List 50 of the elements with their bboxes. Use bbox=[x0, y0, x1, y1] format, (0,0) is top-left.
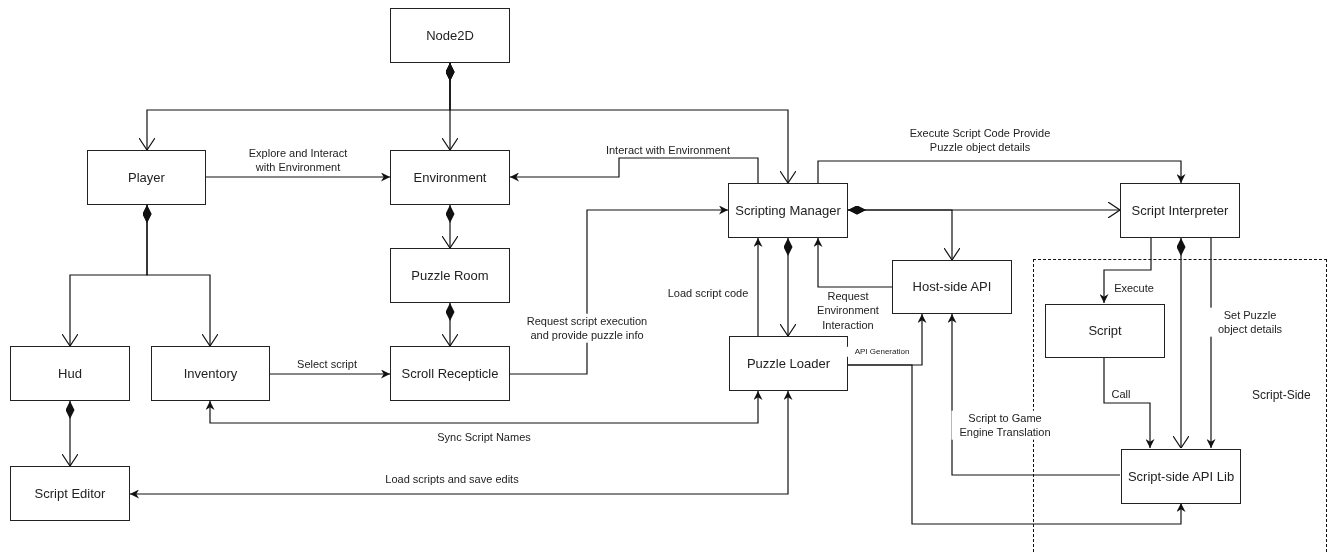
arrow bbox=[205, 390, 763, 424]
composition-arrow bbox=[779, 237, 797, 337]
arrow bbox=[813, 237, 893, 288]
arrow bbox=[509, 205, 729, 375]
region-label: Script-Side bbox=[1252, 388, 1311, 402]
class-name: Puzzle Loader bbox=[746, 355, 831, 372]
class-box bbox=[1045, 304, 1165, 358]
arrow bbox=[817, 160, 1186, 184]
arrow bbox=[1103, 356, 1155, 449]
class-name: Script bbox=[1088, 323, 1122, 339]
class-box bbox=[87, 150, 206, 205]
class-name: Script-side API Lib bbox=[1127, 468, 1235, 485]
class-name: Inventory bbox=[183, 365, 238, 382]
class-box bbox=[728, 183, 848, 238]
composition-arrow bbox=[61, 400, 79, 467]
class-name: Script Editor bbox=[34, 485, 106, 502]
class-name: Hud bbox=[58, 365, 82, 382]
composition-arrow bbox=[445, 62, 797, 184]
class-box bbox=[10, 346, 130, 401]
class-box bbox=[390, 346, 510, 401]
class-box bbox=[151, 346, 270, 401]
arrow bbox=[847, 364, 1186, 525]
composition-arrow bbox=[441, 302, 459, 347]
arrow bbox=[205, 172, 391, 182]
arrow bbox=[129, 390, 793, 499]
class-box bbox=[1121, 449, 1241, 504]
arrow bbox=[1099, 237, 1152, 304]
arrow bbox=[947, 313, 1121, 476]
composition-arrow bbox=[847, 205, 961, 261]
class-name: Script Interpreter bbox=[1131, 202, 1229, 219]
arrow bbox=[269, 369, 391, 379]
class-name: Environment bbox=[413, 169, 487, 186]
class-box bbox=[390, 248, 510, 303]
class-box bbox=[10, 466, 130, 521]
class-box bbox=[892, 260, 1012, 314]
arrow bbox=[509, 157, 759, 184]
class-box bbox=[390, 8, 510, 63]
class-name: Player bbox=[128, 169, 165, 186]
class-name: Node2D bbox=[426, 27, 474, 44]
composition-arrow bbox=[441, 204, 459, 249]
arrow bbox=[753, 237, 763, 337]
class-name: Host-side API bbox=[912, 279, 992, 295]
class-name: Puzzle Room bbox=[411, 267, 489, 284]
class-box bbox=[1120, 183, 1240, 238]
class-box bbox=[729, 336, 848, 391]
class-box bbox=[390, 150, 510, 205]
class-name: Scroll Recepticle bbox=[401, 365, 499, 382]
composition-arrow bbox=[1172, 237, 1190, 449]
class-name: Scripting Manager bbox=[735, 202, 841, 219]
composition-arrow bbox=[142, 204, 219, 347]
